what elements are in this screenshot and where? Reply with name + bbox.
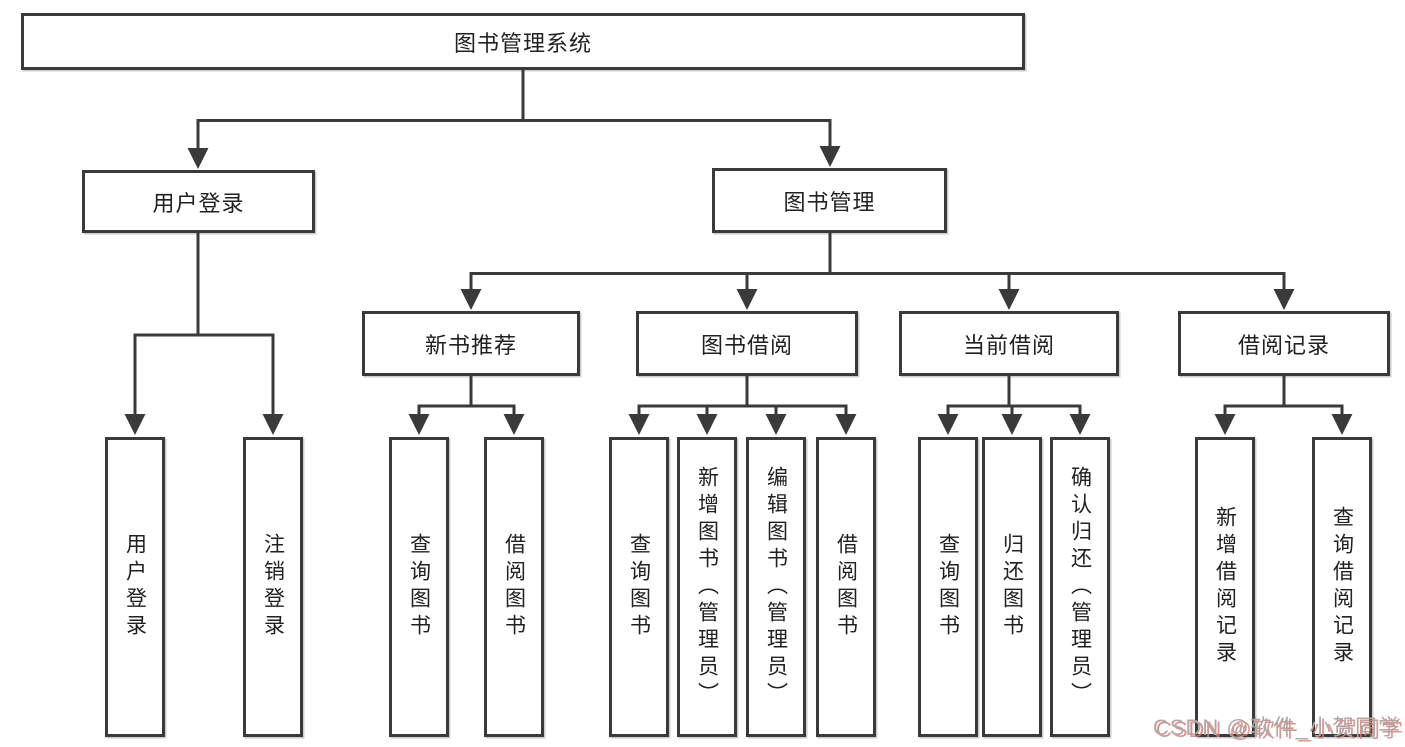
csdn-watermark: CSDN @软件_小贺同学 (1152, 715, 1401, 740)
leaf-borrow-book: 借阅图书 (816, 437, 876, 737)
leaf-user-login: 用户登录 (105, 437, 165, 737)
leaf-logout: 注销登录 (243, 437, 303, 737)
node-library-system: 图书管理系统 (21, 13, 1025, 70)
leaf-query-book-borrow: 查询图书 (609, 437, 669, 737)
leaf-confirm-return-admin: 确认归还（管理员） (1050, 437, 1110, 737)
node-borrow-record: 借阅记录 (1178, 311, 1390, 376)
leaf-query-book-current: 查询图书 (918, 437, 978, 737)
leaf-query-book-recommend: 查询图书 (389, 437, 449, 737)
node-new-book-recommend: 新书推荐 (362, 311, 580, 376)
node-user-login: 用户登录 (82, 170, 315, 233)
node-current-borrow: 当前借阅 (899, 311, 1119, 376)
leaf-edit-book-admin: 编辑图书（管理员） (746, 437, 806, 737)
leaf-add-book-admin: 新增图书（管理员） (677, 437, 737, 737)
leaf-borrow-book-recommend: 借阅图书 (484, 437, 544, 737)
node-book-management: 图书管理 (712, 168, 947, 233)
leaf-return-book: 归还图书 (982, 437, 1042, 737)
leaf-query-borrow-record: 查询借阅记录 (1312, 437, 1372, 737)
node-book-borrow: 图书借阅 (636, 311, 858, 376)
leaf-add-borrow-record: 新增借阅记录 (1195, 437, 1255, 737)
